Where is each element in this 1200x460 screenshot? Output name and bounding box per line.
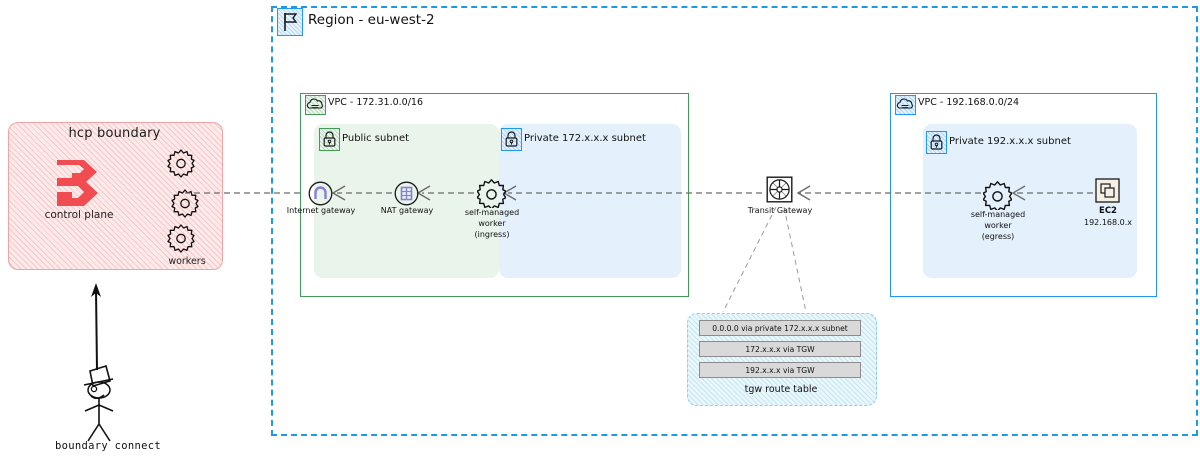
internet-gateway-icon: [308, 181, 333, 206]
tgw-route-table-caption: tgw route table: [744, 384, 818, 395]
route-table-row: 172.x.x.x via TGW: [699, 341, 861, 357]
cloud-icon: [305, 95, 326, 115]
hcp-boundary-title: hcp boundary: [68, 126, 161, 141]
private-192-subnet-label: Private 192.x.x.x subnet: [949, 136, 1071, 147]
gear-icon: [982, 181, 1013, 212]
egress-worker-label-line2: (egress): [981, 231, 1015, 241]
cloud-icon: [895, 95, 916, 115]
ingress-worker-label-line1: self-managed worker: [464, 208, 520, 228]
egress-worker-label: self-managed worker (egress): [957, 210, 1039, 242]
hcp-boundary-container: [8, 122, 223, 270]
ingress-worker-label: self-managed worker (ingress): [451, 208, 533, 240]
control-plane-label: control plane: [44, 209, 114, 221]
public-subnet-label: Public subnet: [342, 133, 410, 144]
internet-gateway-label: Internet gateway: [286, 206, 356, 215]
nat-gateway-label: NAT gateway: [380, 206, 434, 215]
stick-figure-icon: [83, 364, 114, 442]
flag-icon: [277, 8, 303, 36]
vpc-left-label: VPC - 172.31.0.0/16: [328, 97, 423, 108]
gear-icon: [476, 179, 507, 210]
private-172-subnet-container: [499, 124, 681, 278]
ec2-icon: [1095, 178, 1120, 203]
transit-gateway-icon: [766, 176, 793, 203]
egress-worker-label-line1: self-managed worker: [970, 210, 1026, 230]
public-subnet-container: [314, 124, 499, 278]
region-label: Region - eu-west-2: [308, 12, 435, 28]
boundary-connect-label: boundary connect: [55, 440, 161, 452]
lock-icon: [926, 131, 947, 154]
route-table-row: 192.x.x.x via TGW: [699, 362, 861, 378]
ec2-label: EC2: [1099, 206, 1117, 216]
boundary-connect-arrow: [91, 283, 101, 371]
nat-gateway-icon: [394, 181, 419, 206]
lock-icon: [501, 128, 522, 151]
region-container: [271, 6, 1198, 436]
transit-gateway-label: Transit Gateway: [747, 206, 813, 215]
lock-icon: [319, 128, 340, 151]
ec2-ip-label: 192.168.0.x: [1084, 218, 1132, 227]
vpc-right-label: VPC - 192.168.0.0/24: [918, 97, 1020, 108]
workers-label: workers: [168, 256, 206, 267]
ingress-worker-label-line2: (ingress): [474, 229, 510, 239]
route-table-row: 0.0.0.0 via private 172.x.x.x subnet: [699, 320, 861, 336]
private-172-subnet-label: Private 172.x.x.x subnet: [524, 133, 646, 144]
